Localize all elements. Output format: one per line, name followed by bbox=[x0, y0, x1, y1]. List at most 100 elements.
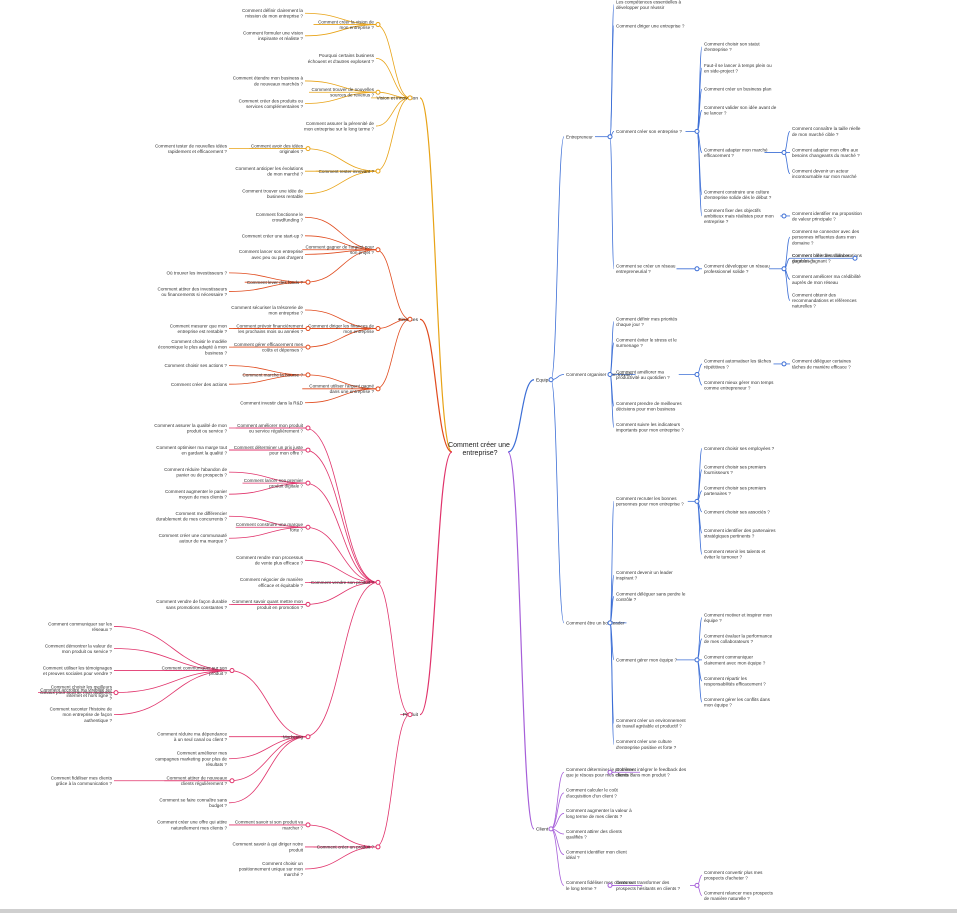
collapse-toggle-dot[interactable] bbox=[305, 425, 311, 431]
collapse-toggle-dot[interactable] bbox=[607, 134, 613, 140]
collapse-toggle-dot[interactable] bbox=[305, 734, 311, 740]
collapse-toggle-dot[interactable] bbox=[781, 266, 787, 272]
node-marketing[interactable]: Marketing bbox=[283, 734, 304, 739]
collapse-toggle-dot[interactable] bbox=[113, 690, 119, 696]
collapse-toggle-dot[interactable] bbox=[375, 579, 381, 585]
node-comment-diriger-une-entreprise[interactable]: Comment diriger une entreprise ? bbox=[616, 23, 685, 28]
collapse-toggle-dot[interactable] bbox=[229, 668, 235, 674]
collapse-toggle-dot[interactable] bbox=[548, 826, 554, 832]
collapse-toggle-dot[interactable] bbox=[305, 524, 311, 530]
branch-client[interactable]: Client bbox=[536, 827, 549, 833]
collapse-toggle-dot[interactable] bbox=[607, 769, 613, 775]
collapse-toggle-dot[interactable] bbox=[305, 344, 311, 350]
collapse-toggle-dot[interactable] bbox=[694, 498, 700, 504]
collapse-toggle-dot[interactable] bbox=[305, 480, 311, 486]
collapse-toggle-dot[interactable] bbox=[305, 326, 311, 332]
branch-vision-et-innovation[interactable]: Vision et innovation bbox=[376, 96, 418, 102]
collapse-toggle-dot[interactable] bbox=[305, 372, 311, 378]
collapse-toggle-dot[interactable] bbox=[407, 316, 413, 322]
collapse-toggle-dot[interactable] bbox=[305, 601, 311, 607]
central-topic[interactable]: Comment créer une entreprise? bbox=[448, 442, 512, 457]
node-comment-creer-un-produit[interactable]: Comment créer un produit ? bbox=[317, 845, 375, 850]
node-comment-gerer-mon-equipe[interactable]: Comment gérer mon équipe ? bbox=[616, 658, 677, 663]
node-comment-choisir-ses-employees[interactable]: Comment choisir ses employées ? bbox=[704, 446, 775, 451]
node-comment-creer-son-entreprise[interactable]: Comment créer son entreprise ? bbox=[616, 129, 682, 134]
collapse-toggle-dot[interactable] bbox=[607, 882, 613, 888]
collapse-toggle-dot[interactable] bbox=[694, 657, 700, 663]
node-ou-trouver-les-investisseurs[interactable]: Où trouver les investisseurs ? bbox=[166, 271, 227, 276]
node-comment-lever-des-fonds[interactable]: Comment lever des fonds ? bbox=[247, 280, 304, 285]
collapse-toggle-dot[interactable] bbox=[375, 22, 381, 28]
node-comment-vendre-son-produit[interactable]: Comment vendre son produit ? bbox=[311, 580, 375, 585]
collapse-toggle-dot[interactable] bbox=[305, 279, 311, 285]
collapse-toggle-dot[interactable] bbox=[694, 128, 700, 134]
node-comment-creer-une-start-up[interactable]: Comment créer une start-up ? bbox=[242, 233, 304, 238]
collapse-toggle-dot[interactable] bbox=[548, 377, 554, 383]
collapse-toggle-dot[interactable] bbox=[305, 146, 311, 152]
node-comment-choisir-ses-associes[interactable]: Comment choisir ses associés ? bbox=[704, 510, 770, 515]
node-comment-choisir-ses-actions[interactable]: Comment choisir ses actions ? bbox=[164, 363, 227, 368]
collapse-toggle-dot[interactable] bbox=[852, 255, 858, 261]
collapse-toggle-dot[interactable] bbox=[375, 386, 381, 392]
horizontal-scrollbar[interactable] bbox=[0, 909, 957, 913]
